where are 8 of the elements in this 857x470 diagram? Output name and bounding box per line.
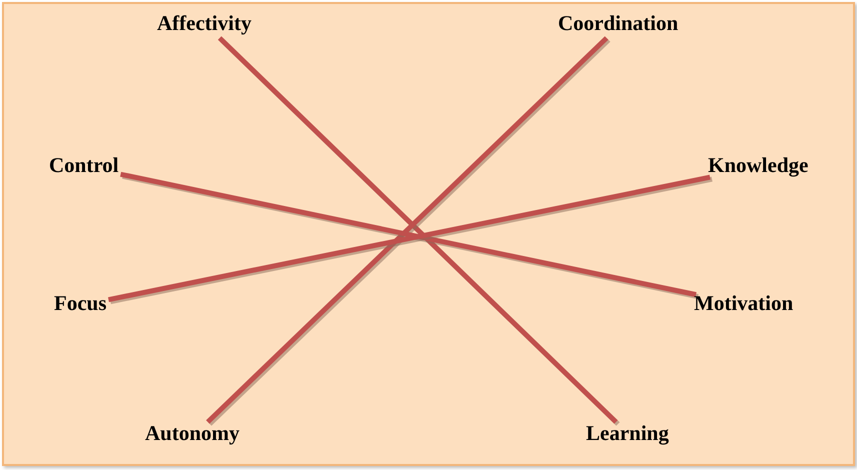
node-label: Focus — [54, 290, 106, 316]
node-label: Autonomy — [145, 420, 240, 446]
node-label: Control — [49, 152, 119, 178]
node-label: Affectivity — [157, 10, 252, 36]
node-label: Learning — [586, 420, 669, 446]
node-label: Knowledge — [708, 152, 808, 178]
node-label: Motivation — [694, 290, 794, 316]
node-label: Coordination — [558, 10, 678, 36]
